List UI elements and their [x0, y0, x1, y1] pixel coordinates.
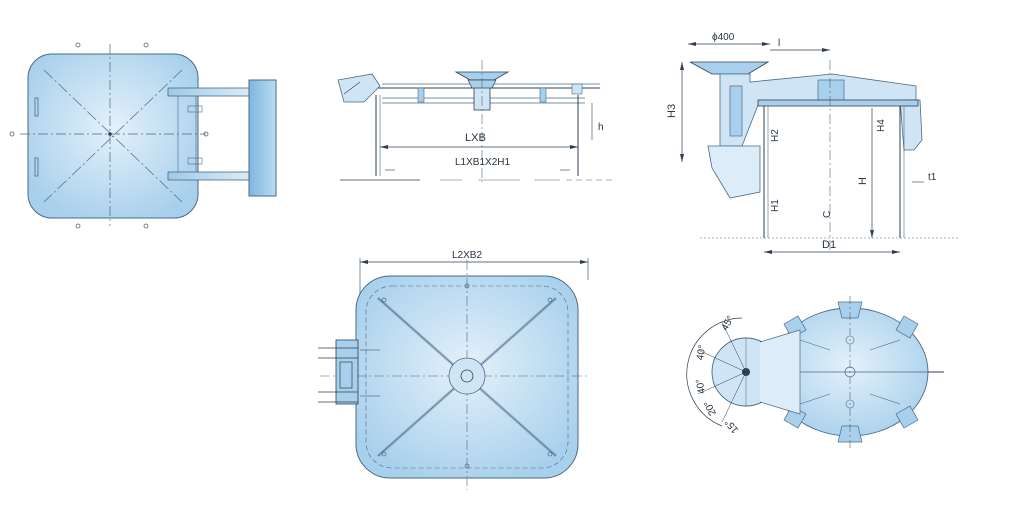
dim-c: C [822, 211, 833, 218]
bottom-right-hinge-view: 45° 40° 40° 20° 15° [686, 296, 944, 450]
angle-label-5: 15° [723, 417, 741, 436]
dim-h: H [857, 177, 869, 185]
top-middle-side-view: LXB L1XB1X2H1 h [337, 60, 615, 182]
dim-h3: H3 [666, 104, 678, 118]
dim-h1: H1 [770, 199, 781, 212]
hinge-arm-upper [167, 87, 251, 97]
dim-t1: t1 [928, 172, 937, 183]
hinge-assembly [335, 339, 359, 405]
bottom-middle-plan-view: L2XB2 [318, 250, 590, 490]
hinge-block [248, 79, 277, 197]
top-right-section-view: ϕ400 l H3 H2 H4 [666, 32, 960, 254]
dim-h2: H2 [770, 129, 781, 142]
dim-l1xb1: L1XB1X2H1 [455, 157, 510, 168]
dim-l: l [778, 38, 780, 49]
angle-label-2: 40° [695, 344, 708, 361]
angle-label-4: 20° [703, 399, 719, 417]
dim-l2xb2: L2XB2 [452, 250, 482, 261]
handwheel-hub [448, 357, 486, 395]
angle-label-1: 45° [720, 314, 737, 333]
dim-phi400: ϕ400 [712, 32, 735, 43]
angle-label-3: 40° [694, 378, 707, 395]
top-left-plan-view [9, 42, 277, 229]
dim-lxb: LXB [465, 132, 486, 144]
dim-d1: D1 [822, 239, 836, 251]
dim-h4: H4 [876, 119, 887, 132]
hinge-arm-lower [167, 171, 251, 181]
dim-h-small: h [598, 122, 604, 133]
